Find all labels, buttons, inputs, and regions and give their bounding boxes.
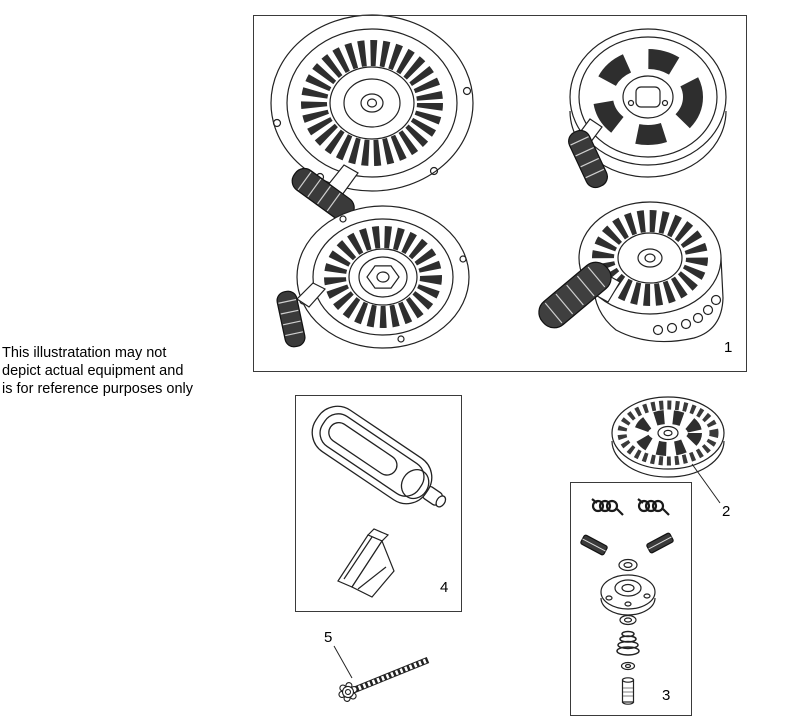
- washer-bottom-drawing: [620, 661, 636, 671]
- washer-mid-drawing: [619, 614, 637, 626]
- bracket-drawing: [337, 528, 395, 598]
- disclaimer-line-3: is for reference purposes only: [2, 381, 194, 397]
- callout-repair-kit: 3: [662, 687, 671, 704]
- callout-main-assembly: 1: [724, 339, 733, 356]
- screw-leader-line: [333, 645, 353, 679]
- repair-kit-drawing: [580, 498, 674, 705]
- repair-kit-box: [570, 482, 692, 716]
- pawl-right-drawing: [646, 532, 674, 554]
- main-assembly-box: [253, 15, 747, 372]
- cone-spring-drawing: [616, 630, 640, 656]
- pawl-left-drawing: [580, 534, 608, 556]
- center-bolt-drawing: [621, 677, 635, 705]
- callout-screw: 5: [324, 629, 333, 646]
- pulley-drawing: [611, 396, 725, 478]
- spring-right-drawing: [637, 498, 670, 516]
- disclaimer-text: This illustratation may not depict actua…: [2, 344, 247, 398]
- callout-pulley: 2: [722, 503, 731, 520]
- screw-drawing: [338, 656, 430, 702]
- starter-hex-hub-view-drawing: [276, 205, 470, 349]
- handle-kit-box: [295, 395, 462, 612]
- callout-handle-kit: 4: [440, 579, 449, 596]
- spring-left-drawing: [591, 498, 624, 516]
- starter-handle-drawing: [311, 405, 447, 508]
- pulley-leader-line: [691, 463, 721, 504]
- disclaimer-line-1: This illustratation may not: [2, 345, 167, 361]
- retainer-plate-drawing: [600, 574, 656, 616]
- disclaimer-line-2: depict actual equipment and: [2, 363, 184, 379]
- starter-top-view-drawing: [270, 14, 474, 221]
- washer-top-drawing: [618, 558, 638, 572]
- starter-side-view-drawing: [538, 201, 724, 343]
- starter-housing-view-drawing: [568, 28, 727, 189]
